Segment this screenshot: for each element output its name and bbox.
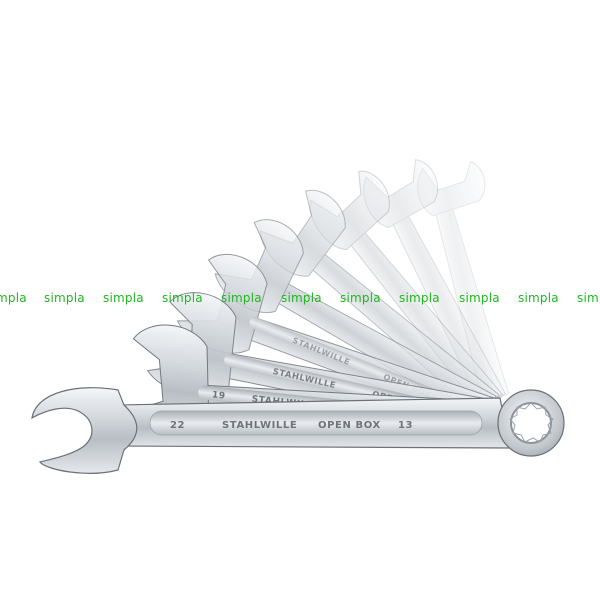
front-size-mark: 22: [170, 420, 185, 431]
watermark-text: simpla: [103, 291, 144, 305]
watermark-text: simpla: [518, 291, 559, 305]
watermark-text: simpla: [44, 291, 85, 305]
wrench-back-8: [417, 161, 510, 406]
watermark-text: simpla: [162, 291, 203, 305]
brand-mark: STAHLWILLE: [222, 420, 297, 431]
watermark-text: simpla: [399, 291, 440, 305]
watermark-text: simpla: [0, 291, 27, 305]
second-size-mark: 19: [211, 390, 226, 401]
watermark-text: simpla: [340, 291, 381, 305]
wrench-front: 22 STAHLWILLE OPEN BOX 13: [31, 387, 565, 474]
watermark-text: simpla: [221, 291, 262, 305]
model-mark: OPEN BOX: [318, 420, 381, 431]
watermark-text: simpla: [459, 291, 500, 305]
model-number-mark: 13: [398, 420, 413, 431]
watermark-text: simpla: [281, 291, 322, 305]
watermark-text: simpla: [577, 291, 600, 305]
